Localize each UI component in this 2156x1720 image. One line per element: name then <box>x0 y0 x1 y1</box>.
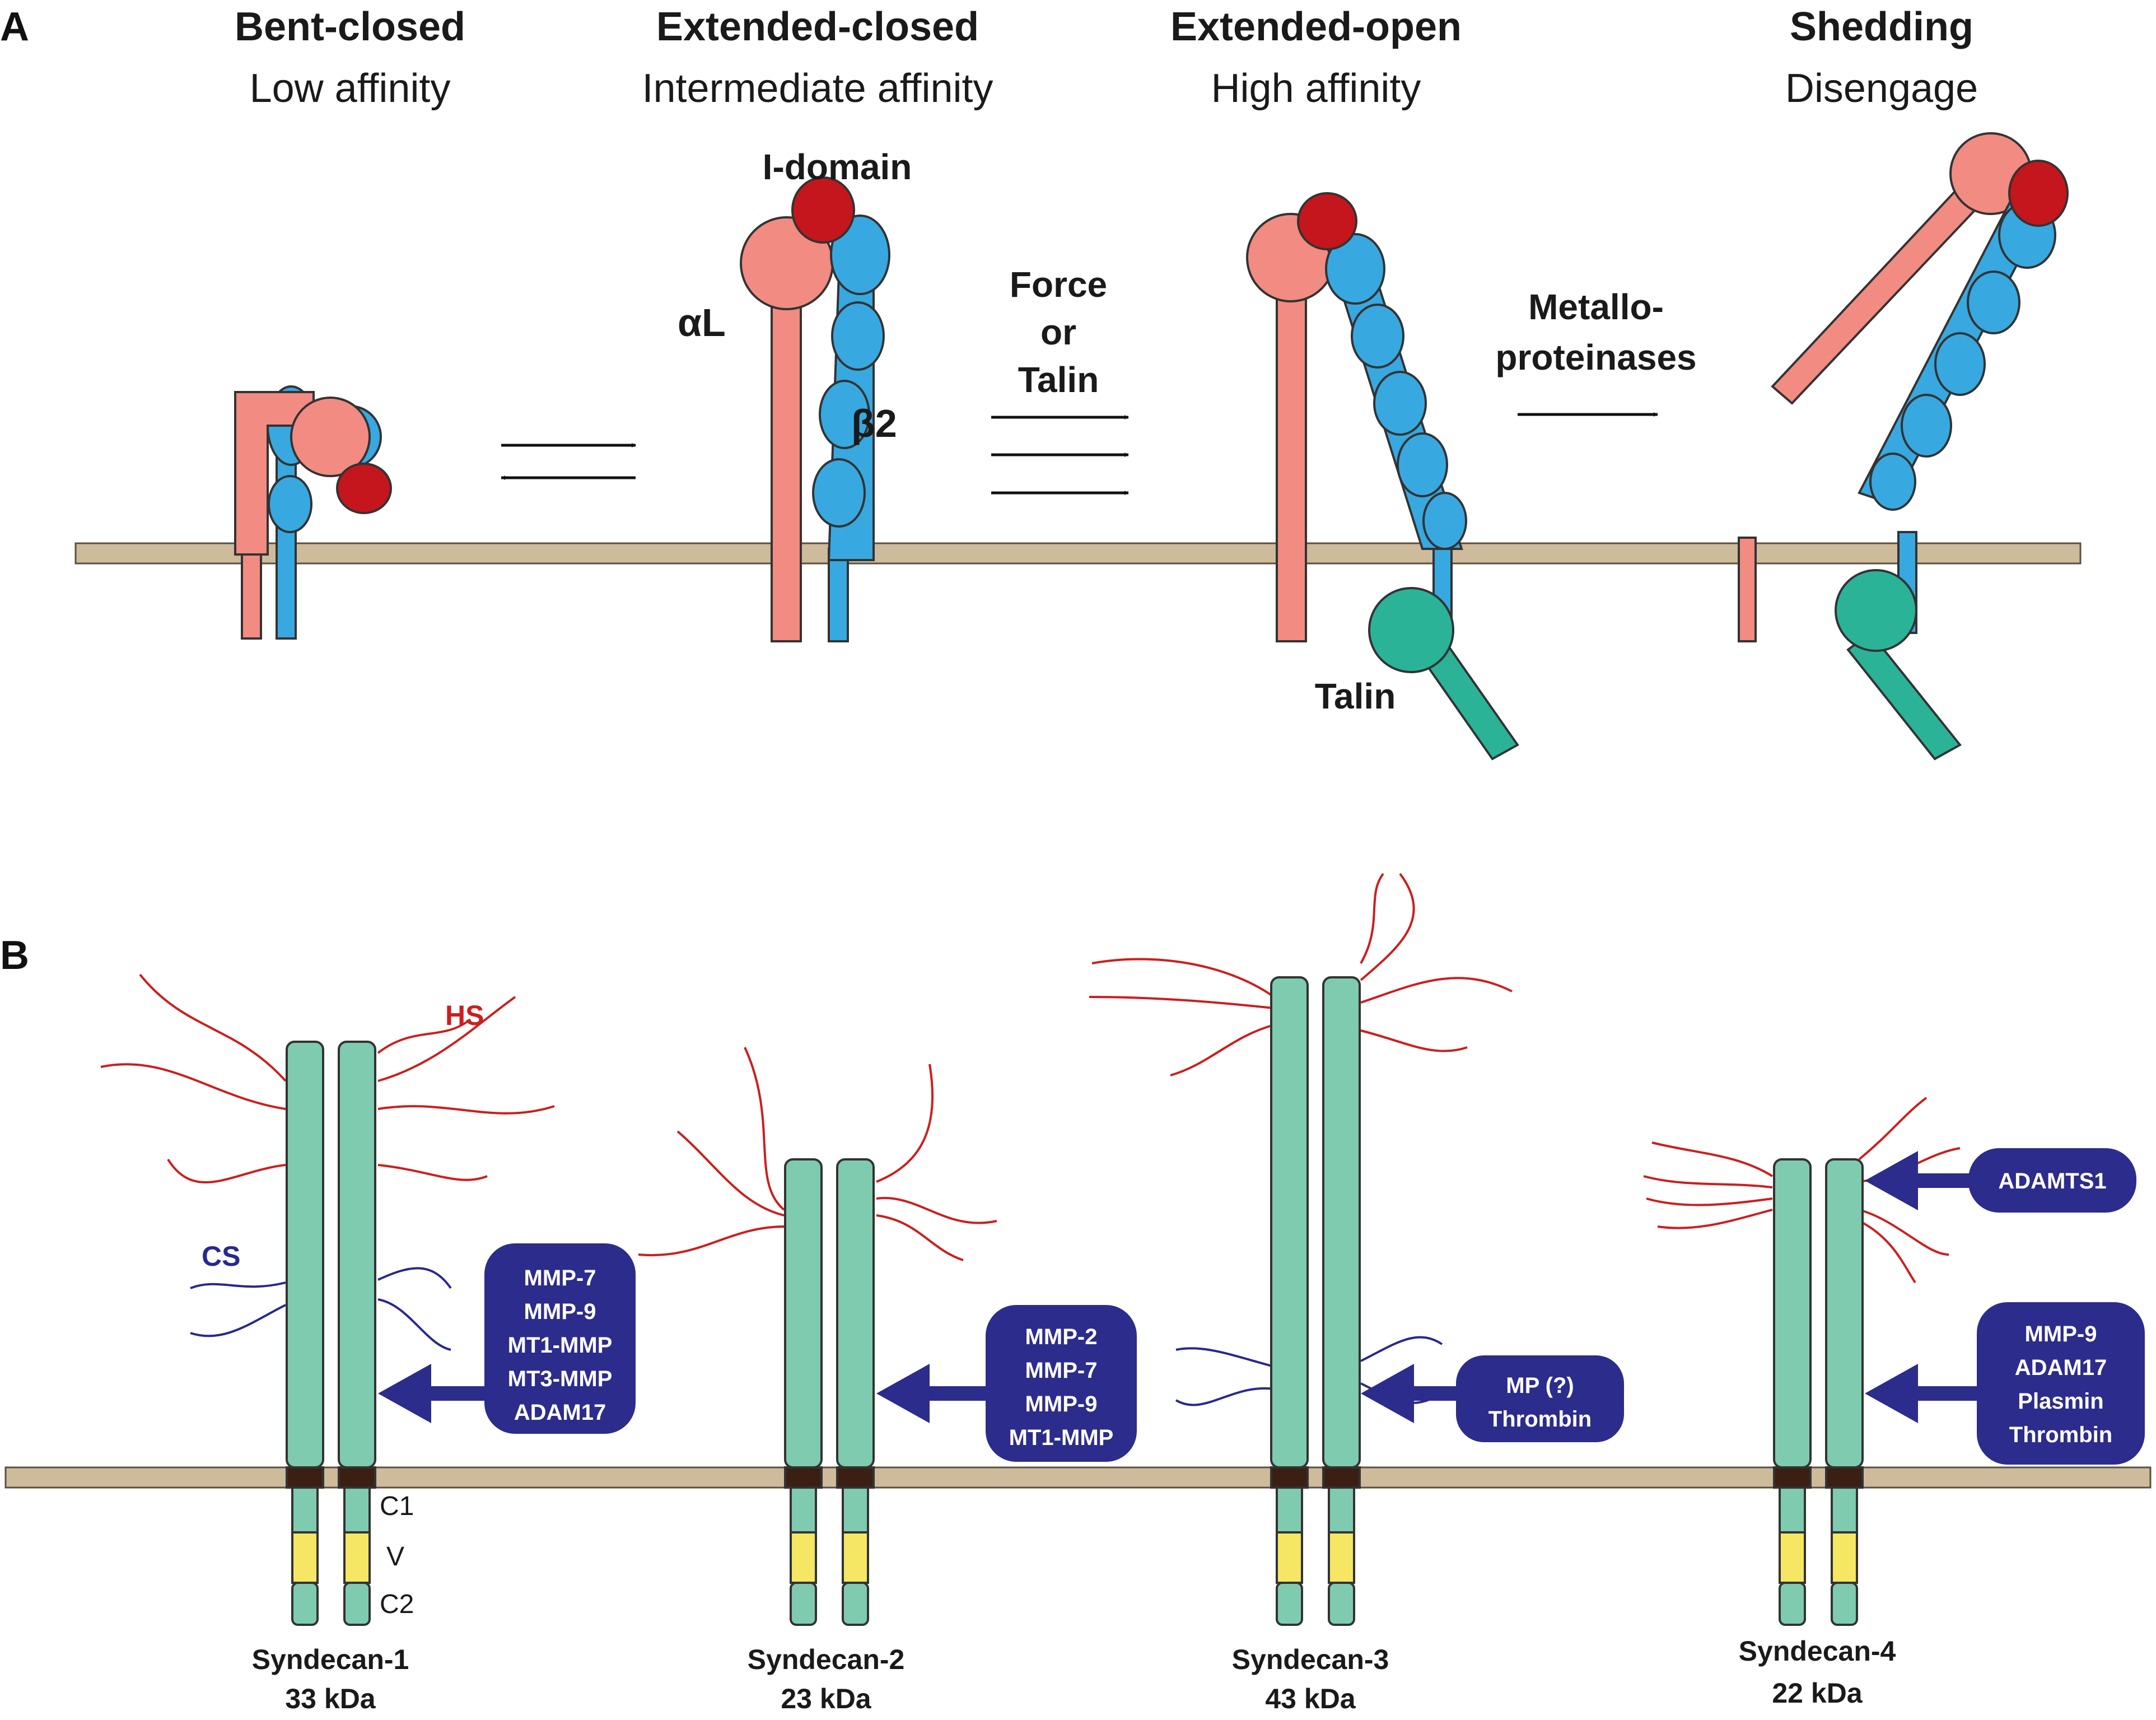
label-cs: CS <box>202 1241 240 1272</box>
integrin-extended-closed <box>740 176 890 642</box>
enzyme-label: MT1-MMP <box>1009 1425 1114 1450</box>
label-i-domain: I-domain <box>763 147 912 187</box>
enzyme-label: ADAM17 <box>514 1400 606 1425</box>
label-c2: C2 <box>380 1590 414 1619</box>
enzyme-box-3 <box>1456 1355 1624 1442</box>
enzyme-box-4-top <box>1968 1148 2136 1213</box>
integrin-bent-closed <box>234 385 392 640</box>
state-affinity-intermediate: Intermediate affinity <box>642 66 993 111</box>
syndecan-4: ADAMTS1 MMP-9 ADAM17 Plasmin Thrombin Sy… <box>1643 1097 2145 1709</box>
enzyme-list-1: MMP-7 MMP-9 MT1-MMP MT3-MMP ADAM17 <box>508 1266 613 1425</box>
state-title-shedding: Shedding <box>1790 4 1973 49</box>
syndecan-1: MMP-7 MMP-9 MT1-MMP MT3-MMP ADAM17 Synde… <box>100 973 636 1714</box>
state-title-extended-closed: Extended-closed <box>656 4 979 49</box>
syndecan-mass-3: 43 kDa <box>1265 1683 1356 1714</box>
activation-arrows <box>991 415 1129 495</box>
syndecan-3-core <box>1270 976 1361 1626</box>
syndecan-mass-2: 23 kDa <box>781 1683 871 1714</box>
syndecan-name-1: Syndecan-1 <box>252 1644 409 1675</box>
equilibrium-arrows <box>501 443 636 480</box>
state-headers: Bent-closed Low affinity Extended-closed… <box>235 4 1978 111</box>
enzyme-label: MMP-9 <box>524 1299 596 1324</box>
enzyme-box-4 <box>1977 1302 2145 1465</box>
syndecan-2: MMP-2 MMP-7 MMP-9 MT1-MMP Syndecan-2 23 … <box>638 1047 1137 1714</box>
enzyme-box-1 <box>484 1243 636 1434</box>
membrane-a <box>74 542 2082 565</box>
label-alpha-l: αL <box>678 301 726 344</box>
enzyme-label: MT1-MMP <box>508 1333 613 1358</box>
syndecan-name-2: Syndecan-2 <box>748 1644 905 1675</box>
enzyme-label: MMP-9 <box>2025 1322 2097 1346</box>
label-metallo: Metallo- <box>1528 287 1664 327</box>
heparan-sulfate-chains-3 <box>1089 873 1513 1076</box>
enzyme-label: ADAM17 <box>2015 1355 2107 1380</box>
enzyme-label: MP (?) <box>1506 1373 1574 1398</box>
enzyme-list-2: MMP-2 MMP-7 MMP-9 MT1-MMP <box>1009 1325 1114 1450</box>
integrin-extended-open <box>1246 192 1519 761</box>
panel-b-label: B <box>0 933 29 978</box>
enzyme-label: MT3-MMP <box>508 1367 613 1391</box>
syndecan-1-core <box>286 1041 376 1626</box>
enzyme-label: MMP-7 <box>524 1266 596 1290</box>
label-c1: C1 <box>380 1491 414 1521</box>
integrin-shed <box>1738 132 2069 761</box>
enzyme-label: Thrombin <box>1488 1407 1592 1432</box>
enzyme-box-2 <box>986 1305 1137 1462</box>
label-talin: Talin <box>1315 676 1396 716</box>
enzyme-list-3: MP (?) Thrombin <box>1488 1373 1592 1432</box>
syndecan-2-core <box>784 1158 875 1626</box>
heparan-sulfate-chains-1 <box>100 973 555 1183</box>
chondroitin-sulfate-chains-1 <box>190 1267 452 1351</box>
cleavage-arrow-1 <box>378 1364 490 1423</box>
cleavage-arrow-2 <box>876 1364 991 1423</box>
state-affinity-disengage: Disengage <box>1785 66 1978 111</box>
label-beta2: β2 <box>851 402 897 445</box>
enzyme-label: Plasmin <box>2018 1389 2103 1414</box>
state-title-bent-closed: Bent-closed <box>235 4 465 49</box>
syndecan-name-4: Syndecan-4 <box>1739 1635 1896 1667</box>
label-talin-arrow: Talin <box>1018 360 1099 400</box>
state-title-extended-open: Extended-open <box>1170 4 1462 49</box>
enzyme-label: MMP-9 <box>1025 1392 1098 1416</box>
enzyme-label: Thrombin <box>2009 1423 2112 1447</box>
heparan-sulfate-chains-2 <box>638 1047 997 1261</box>
syndecan-name-3: Syndecan-3 <box>1232 1644 1389 1675</box>
label-v: V <box>386 1542 404 1572</box>
cleavage-arrow-4-top <box>1865 1151 1974 1210</box>
label-or: or <box>1040 312 1076 352</box>
state-affinity-low: Low affinity <box>250 66 451 111</box>
syndecan-mass-4: 22 kDa <box>1772 1677 1863 1709</box>
syndecan-3: MP (?) Thrombin Syndecan-3 43 kDa <box>1089 873 1624 1714</box>
label-proteinases: proteinases <box>1495 337 1696 377</box>
panel-a-label: A <box>0 4 29 49</box>
label-hs: HS <box>445 1000 484 1031</box>
state-affinity-high: High affinity <box>1211 66 1421 111</box>
enzyme-label: MMP-7 <box>1025 1358 1098 1383</box>
enzyme-label: ADAMTS1 <box>1998 1169 2106 1194</box>
cleavage-arrow-3 <box>1361 1364 1462 1423</box>
enzyme-list-4: MMP-9 ADAM17 Plasmin Thrombin <box>2009 1322 2112 1447</box>
label-force: Force <box>1010 264 1107 305</box>
syndecan-mass-1: 33 kDa <box>285 1683 376 1714</box>
enzyme-label: MMP-2 <box>1025 1325 1098 1349</box>
syndecan-4-core <box>1773 1158 1864 1626</box>
cleavage-arrow-4 <box>1865 1364 1982 1423</box>
